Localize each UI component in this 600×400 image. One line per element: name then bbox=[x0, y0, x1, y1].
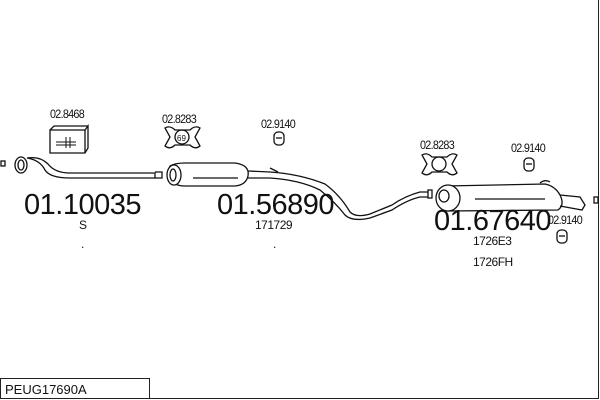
part-ref: 171729 bbox=[255, 218, 293, 232]
accessory-number: 02.8283 bbox=[420, 138, 455, 152]
clamp-icon[interactable]: 69 bbox=[164, 126, 201, 149]
clamp-icon[interactable] bbox=[421, 153, 458, 176]
part-ref: 1726E3 bbox=[473, 234, 512, 248]
accessory-number: 02.9140 bbox=[261, 117, 296, 131]
front-pipe-01-10035[interactable] bbox=[0, 156, 163, 179]
accessory-number: 02.8283 bbox=[162, 112, 197, 126]
diagram-code: PEUG17690A bbox=[0, 378, 150, 399]
accessory-number: 02.9140 bbox=[548, 213, 583, 227]
middle-silencer-01-56890[interactable] bbox=[166, 162, 433, 221]
accessory-number: 02.8468 bbox=[50, 107, 85, 121]
part-ref: 1726FH bbox=[473, 255, 513, 269]
mounting-kit-box-icon[interactable] bbox=[49, 124, 89, 154]
part-ref: . bbox=[81, 237, 84, 251]
rubber-hanger-icon[interactable] bbox=[523, 157, 535, 172]
rubber-hanger-icon[interactable] bbox=[273, 131, 285, 146]
part-ref: . bbox=[273, 237, 276, 251]
part-number: 01.56890 bbox=[217, 189, 334, 221]
accessory-number: 02.9140 bbox=[511, 141, 546, 155]
rear-silencer-01-67640[interactable] bbox=[435, 180, 599, 212]
part-ref: S bbox=[79, 218, 87, 232]
rubber-hanger-icon[interactable] bbox=[556, 229, 568, 244]
part-number: 01.67640 bbox=[434, 205, 551, 237]
part-number: 01.10035 bbox=[24, 189, 141, 221]
svg-text:69: 69 bbox=[177, 134, 186, 143]
